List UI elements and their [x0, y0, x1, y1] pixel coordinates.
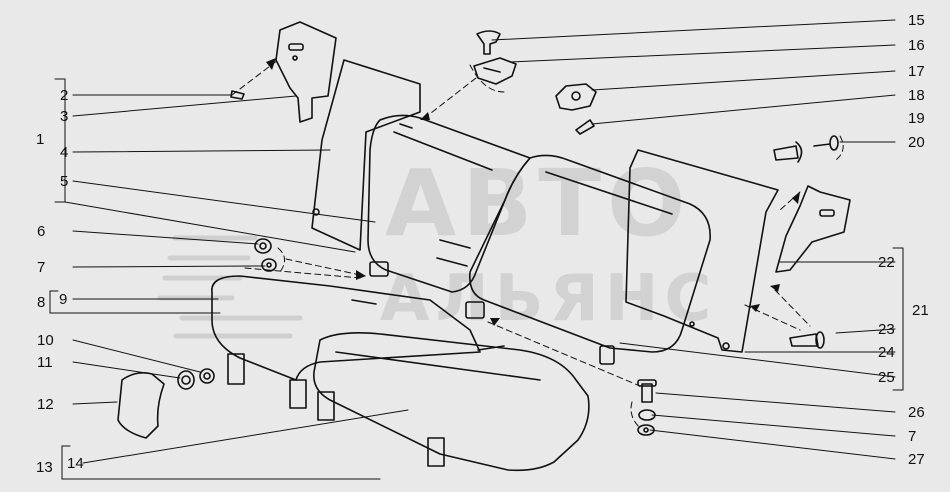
- assembly-guides: [231, 59, 844, 429]
- nut-11: [177, 370, 195, 390]
- watermark-logo: [157, 235, 303, 339]
- right-seatback: [465, 154, 711, 365]
- callout-7-left: 7: [37, 259, 46, 276]
- seat-cushion-base: [211, 275, 505, 467]
- callout-7-right: 7: [908, 428, 917, 445]
- washer-7-left: [261, 258, 277, 272]
- callout-26: 26: [908, 404, 925, 421]
- callout-24: 24: [878, 344, 895, 361]
- callout-15: 15: [908, 12, 925, 29]
- latch-base-16: [473, 57, 517, 85]
- left-back-panel: [311, 59, 421, 251]
- arrows: [266, 58, 800, 326]
- clip-15: [476, 30, 501, 55]
- bolt-23: [789, 331, 825, 349]
- callout-27: 27: [908, 451, 925, 468]
- callout-23: 23: [878, 321, 895, 338]
- callout-25: 25: [878, 369, 895, 386]
- screw-2: [230, 90, 245, 100]
- callout-18: 18: [908, 87, 925, 104]
- hinge-clip-17: [555, 83, 597, 111]
- bolt-19: [773, 141, 803, 163]
- bushing-6: [254, 238, 272, 254]
- callout-11: 11: [37, 354, 53, 371]
- callout-12: 12: [37, 396, 54, 413]
- callout-9: 9: [59, 291, 68, 308]
- callout-3: 3: [60, 108, 69, 125]
- callout-13: 13: [36, 459, 53, 476]
- left-seatback: [367, 114, 531, 293]
- right-hinge-bracket: [775, 185, 851, 273]
- watermark-line1: АВТО: [385, 150, 692, 257]
- callout-5: 5: [60, 173, 69, 190]
- callout-16: 16: [908, 37, 925, 54]
- seat-cushion-front: [313, 332, 590, 472]
- bolt-26: [637, 379, 657, 403]
- callout-8: 8: [37, 294, 46, 311]
- callout-10: 10: [37, 332, 54, 349]
- callout-20: 20: [908, 134, 925, 151]
- callout-21: 21: [912, 302, 929, 319]
- callout-2: 2: [60, 87, 69, 104]
- pin-20: [813, 135, 839, 151]
- callout-1: 1: [36, 131, 45, 148]
- callout-22: 22: [878, 254, 895, 271]
- callout-19: 19: [908, 110, 925, 127]
- left-hinge-bracket: [275, 21, 337, 123]
- washer-27: [637, 424, 655, 436]
- leader-lines: [49, 19, 904, 480]
- end-cap-12: [117, 372, 165, 439]
- callout-14: 14: [67, 455, 84, 472]
- callout-4: 4: [60, 144, 69, 161]
- right-back-panel: [625, 149, 779, 353]
- washer-7-right: [638, 409, 656, 421]
- callout-6: 6: [37, 223, 46, 240]
- callout-17: 17: [908, 63, 925, 80]
- nut-10: [199, 368, 215, 384]
- screw-18: [575, 119, 595, 135]
